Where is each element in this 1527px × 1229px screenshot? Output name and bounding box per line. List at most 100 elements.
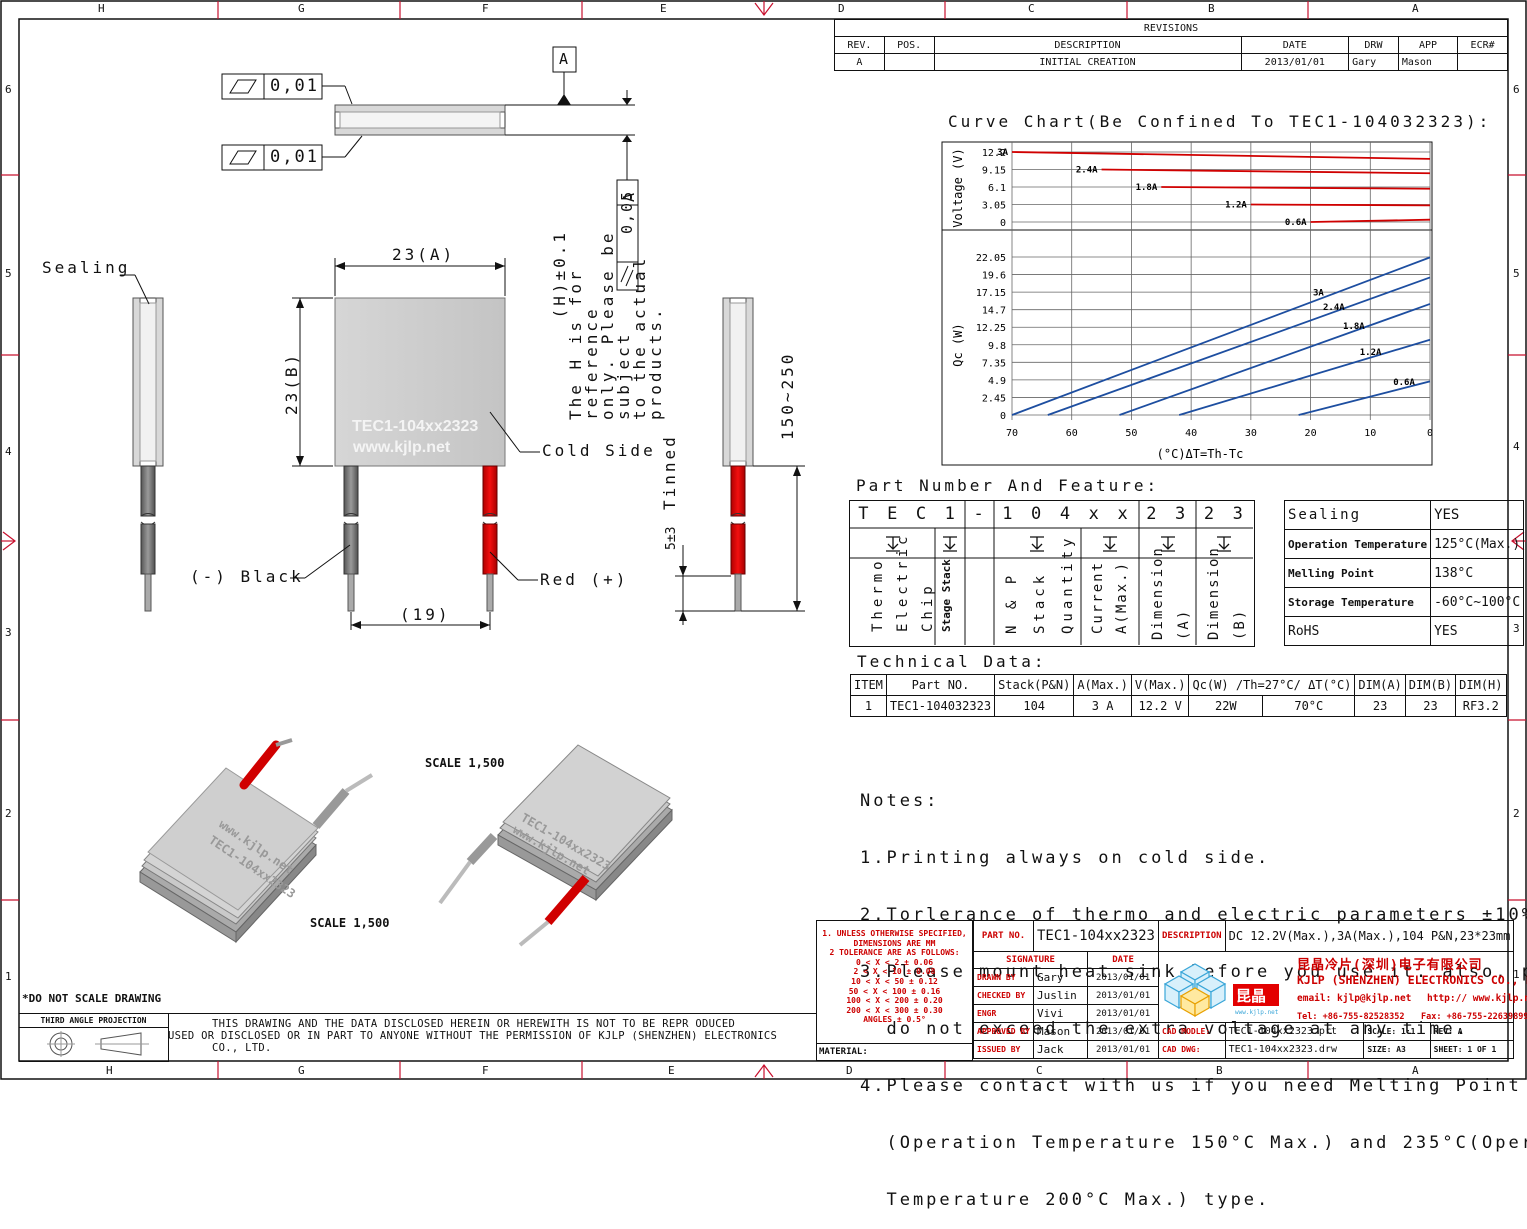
tech-header: V(Max.) xyxy=(1130,674,1190,696)
col-label: G xyxy=(298,1064,305,1077)
qc-series-line xyxy=(1011,256,1431,416)
signer-role: ENGR xyxy=(973,1004,1034,1023)
qc-tick-label: 12.25 xyxy=(976,323,1006,334)
tech-header: DIM(H) xyxy=(1455,674,1507,696)
tech-header: Stack(P&N) xyxy=(994,674,1075,696)
third-angle-label: THIRD ANGLE PROJECTION xyxy=(19,1014,168,1028)
qc-axis-label: Qc (W) xyxy=(951,323,965,366)
signer-name: Juslin xyxy=(1032,986,1089,1005)
tb-label: DESCRIPTION xyxy=(1158,920,1226,952)
disclaimer-line: THIS DRAWING AND THE DATA DISCLOSED HERE… xyxy=(212,1018,736,1030)
note-line: 2.Torlerance of thermo and electric para… xyxy=(860,905,1527,925)
qc-panel xyxy=(941,229,1433,466)
do-not-scale: *DO NOT SCALE DRAWING xyxy=(22,992,162,1005)
tolerance-line: 2 TOLERANCE ARE AS FOLLOWS: xyxy=(829,948,960,958)
column-labels-top: H G F E D C B A xyxy=(0,2,1527,18)
tb-description: DC 12.2V(Max.),3A(Max.),104 P&N,23*23mm xyxy=(1224,920,1515,952)
tb-scale: SCALE: 1:1 xyxy=(1363,1022,1431,1041)
disclaimer-line: USED OR DISCLOSED OR IN PART TO ANYONE W… xyxy=(168,1030,778,1042)
qc-x-tick-label: 50 xyxy=(1125,428,1137,439)
notes-title: Notes: xyxy=(860,791,940,811)
company-cell: 昆晶 www.kjlp.net 昆晶冷片(深圳)电子有限公司 KJLP (SHE… xyxy=(1157,951,1527,1023)
tb-label: CAD MODLE: xyxy=(1158,1022,1226,1041)
tech-cell: 23 xyxy=(1404,695,1457,717)
h-note: (H)±0.1 The H is for reference only. Ple… xyxy=(550,160,665,420)
pn-group-current: Current A(Max.) xyxy=(1090,560,1130,634)
pn-group-dim-b: Dimension (B) xyxy=(1206,546,1248,640)
projection-symbol-icon xyxy=(47,1031,149,1057)
rev-cell xyxy=(883,53,935,71)
tech-cell: TEC1-104032323 xyxy=(885,695,996,717)
company-email: email: kjlp@kjlp.net xyxy=(1297,993,1412,1004)
title-block-line xyxy=(168,1013,816,1014)
rev-cell: A xyxy=(834,53,885,71)
feature-value: -60°C~100°C xyxy=(1430,587,1525,617)
col-label: H xyxy=(106,1064,113,1077)
voltage-tick-label: 12.2 xyxy=(982,148,1006,159)
voltage-tick-label: 6.1 xyxy=(988,183,1006,194)
tech-cell: 12.2 V xyxy=(1130,695,1190,717)
scale-label-left: SCALE 1,500 xyxy=(310,916,390,930)
feature-label: Storage Temperature xyxy=(1283,587,1432,617)
lead-spacing: (19) xyxy=(400,605,451,624)
column-labels-bottom: H G F E D C B A xyxy=(0,1064,1527,1080)
tb-size: SIZE: A3 xyxy=(1363,1040,1431,1059)
row-label: 3 xyxy=(5,626,12,639)
h-note-line: to the actual products. xyxy=(630,255,665,420)
row-label: 5 xyxy=(5,267,12,280)
qc-tick-label: 9.8 xyxy=(988,341,1006,352)
col-label: G xyxy=(298,2,305,15)
qc-x-tick-label: 30 xyxy=(1245,428,1257,439)
row-label: 2 xyxy=(5,807,12,820)
pn-char: x xyxy=(1088,504,1099,524)
row-label: 2 xyxy=(1513,807,1520,820)
tech-header: Part NO. xyxy=(885,674,996,696)
tb-label: CAD DWG: xyxy=(1158,1040,1226,1059)
qc-x-tick-label: 0 xyxy=(1427,428,1433,439)
qc-tick-label: 14.7 xyxy=(982,306,1006,317)
disclaimer: THIS DRAWING AND THE DATA DISCLOSED HERE… xyxy=(168,1018,816,1054)
feature-label: Operation Temperature xyxy=(1283,529,1432,559)
row-label: 4 xyxy=(1513,440,1520,453)
pn-char: 1 xyxy=(944,504,955,524)
part-number-chars: T E C 1 - 1 0 4 x x 2 3 2 3 xyxy=(849,500,1253,528)
logo-brand-text: 昆晶 xyxy=(1236,987,1266,1005)
voltage-series-label: 0.6A xyxy=(1285,218,1307,228)
qc-series-line xyxy=(1047,276,1431,416)
pn-char: C xyxy=(915,504,927,524)
pn-char: x xyxy=(1117,504,1128,524)
qc-x-axis-label: (°C)ΔT=Th-Tc xyxy=(1157,447,1244,461)
pn-char: E xyxy=(887,504,898,524)
company-fax: Fax: +86-755-22639899 xyxy=(1421,1012,1527,1022)
voltage-series-line xyxy=(1011,151,1431,160)
logo-url: www.kjlp.net xyxy=(1235,1009,1279,1016)
part-number-grid xyxy=(849,500,1253,645)
tb-sheet: SHEET: 1 OF 1 xyxy=(1429,1040,1515,1059)
row-label: 4 xyxy=(5,445,12,458)
row-label: 6 xyxy=(1513,83,1520,96)
isometric-view-right: TEC1-104xx2323 www.kjlp.net xyxy=(438,744,673,947)
rev-header: DATE xyxy=(1240,36,1350,54)
rev-header: APP xyxy=(1397,36,1459,54)
chart-title: Curve Chart(Be Confined To TEC1-10403232… xyxy=(948,112,1492,131)
col-label: C xyxy=(1028,2,1035,15)
qc-series-line xyxy=(1298,380,1431,416)
tinned-value: 5±3 xyxy=(664,526,679,550)
revisions-table: REVISIONS REV. POS. DESCRIPTION DATE DRW… xyxy=(834,19,1508,71)
sealing-label: Sealing xyxy=(42,258,131,277)
pn-group-thermo: Thermo Electric Chip xyxy=(870,532,936,632)
cad-model: TEC1-104xx2323.prt xyxy=(1224,1022,1365,1041)
pn-char: 3 xyxy=(1175,504,1186,524)
signer-name: Gary xyxy=(1032,968,1089,987)
tolerance-line: 50 < X < 100 ± 0.16 xyxy=(848,986,941,996)
scale-label-right: SCALE 1,500 xyxy=(425,756,505,770)
company-name-en: KJLP (SHENZHEN) ELECTRONICS CO., LTD xyxy=(1297,973,1527,987)
h-note-line: The H is for reference xyxy=(566,268,601,420)
qc-x-tick-label: 40 xyxy=(1185,428,1197,439)
signer-name: Jack xyxy=(1032,1040,1089,1059)
voltage-series-label: 3A xyxy=(997,148,1008,158)
qc-tick-label: 22.05 xyxy=(976,253,1006,264)
feature-value: YES xyxy=(1430,616,1525,646)
col-label: B xyxy=(1216,1064,1223,1077)
voltage-series-line xyxy=(1310,218,1431,223)
